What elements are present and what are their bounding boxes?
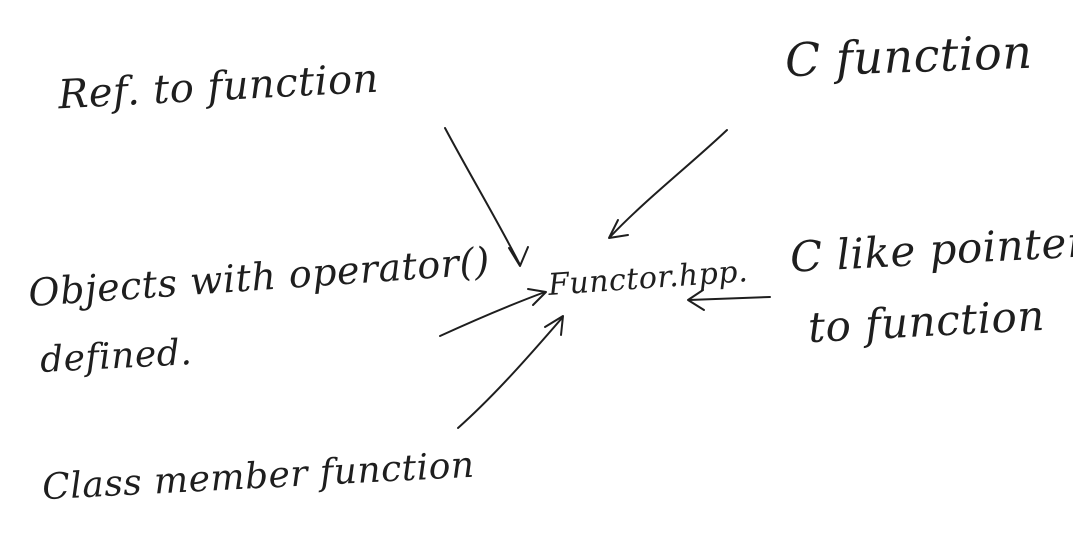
arrow-shaft [439,291,546,337]
arrow-head [508,246,529,267]
arrow-from-c-function [608,129,728,239]
arrow-shaft [609,129,728,238]
arrow-head [527,288,547,306]
arrow-from-c-like-pointer [687,289,771,311]
arrow-from-objects [439,288,547,337]
arrow-shaft [444,127,521,266]
arrow-from-ref-to-function [444,127,529,267]
arrow-head [544,315,564,336]
arrow-shaft [688,296,771,301]
arrow-head [687,289,705,311]
c-function-label: C function [784,24,1034,88]
arrow-from-class-member [457,315,564,429]
objects-with-operator-label-line2: defined. [39,332,194,381]
arrow-head [608,219,629,239]
arrow-shaft [457,317,563,429]
